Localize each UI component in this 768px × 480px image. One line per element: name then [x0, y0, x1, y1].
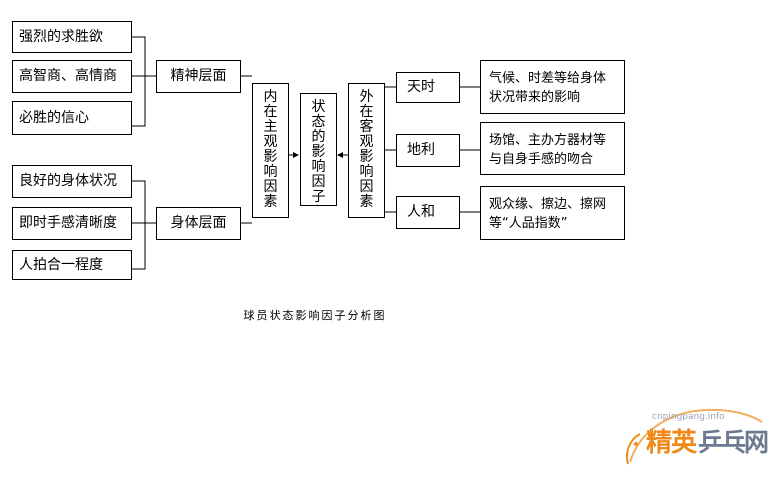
outer-factor-label: 外在客观影响因素	[359, 89, 374, 210]
logo-brand-right: 乒乓网	[698, 428, 768, 457]
factor-iq-eq: 高智商、高情商	[12, 60, 132, 93]
factor-racket-unity: 人拍合一程度	[12, 250, 132, 280]
outer-item-renhe: 人和	[396, 196, 460, 229]
factor-touch-clarity: 即时手感清晰度	[12, 207, 132, 240]
detail-dili: 场馆、主办方器材等与自身手感的吻合	[480, 122, 625, 175]
inner-factor-box: 内在主观影响因素	[252, 83, 289, 218]
factor-confidence: 必胜的信心	[12, 101, 132, 135]
bracket-body	[131, 180, 156, 270]
outer-factor-box: 外在客观影响因素	[348, 83, 385, 218]
body-level-box: 身体层面	[156, 207, 241, 240]
outer-item-dili: 地利	[396, 134, 460, 167]
logo-url: cnpingpang.info	[652, 412, 725, 422]
site-logo: cnpingpang.info 精英 乒乓网	[610, 400, 768, 480]
factor-will-to-win: 强烈的求胜欲	[12, 21, 132, 53]
inner-factor-label: 内在主观影响因素	[263, 89, 278, 210]
logo-swoosh-icon	[626, 408, 763, 465]
bracket-outer	[383, 86, 396, 213]
detail-renhe: 观众缘、擦边、擦网等“人品指数”	[480, 186, 625, 240]
diagram-caption: 球员状态影响因子分析图	[243, 309, 387, 322]
outer-item-tianshi: 天时	[396, 72, 460, 103]
center-factor-box: 状态的影响因子	[300, 93, 337, 206]
factor-physical-condition: 良好的身体状况	[12, 165, 132, 198]
detail-tianshi: 气候、时差等给身体状况带来的影响	[480, 60, 625, 114]
logo-brand-left: 精英	[646, 428, 697, 458]
bracket-spirit	[131, 36, 156, 127]
center-factor-label: 状态的影响因子	[311, 99, 326, 205]
spirit-level-box: 精神层面	[156, 60, 241, 93]
